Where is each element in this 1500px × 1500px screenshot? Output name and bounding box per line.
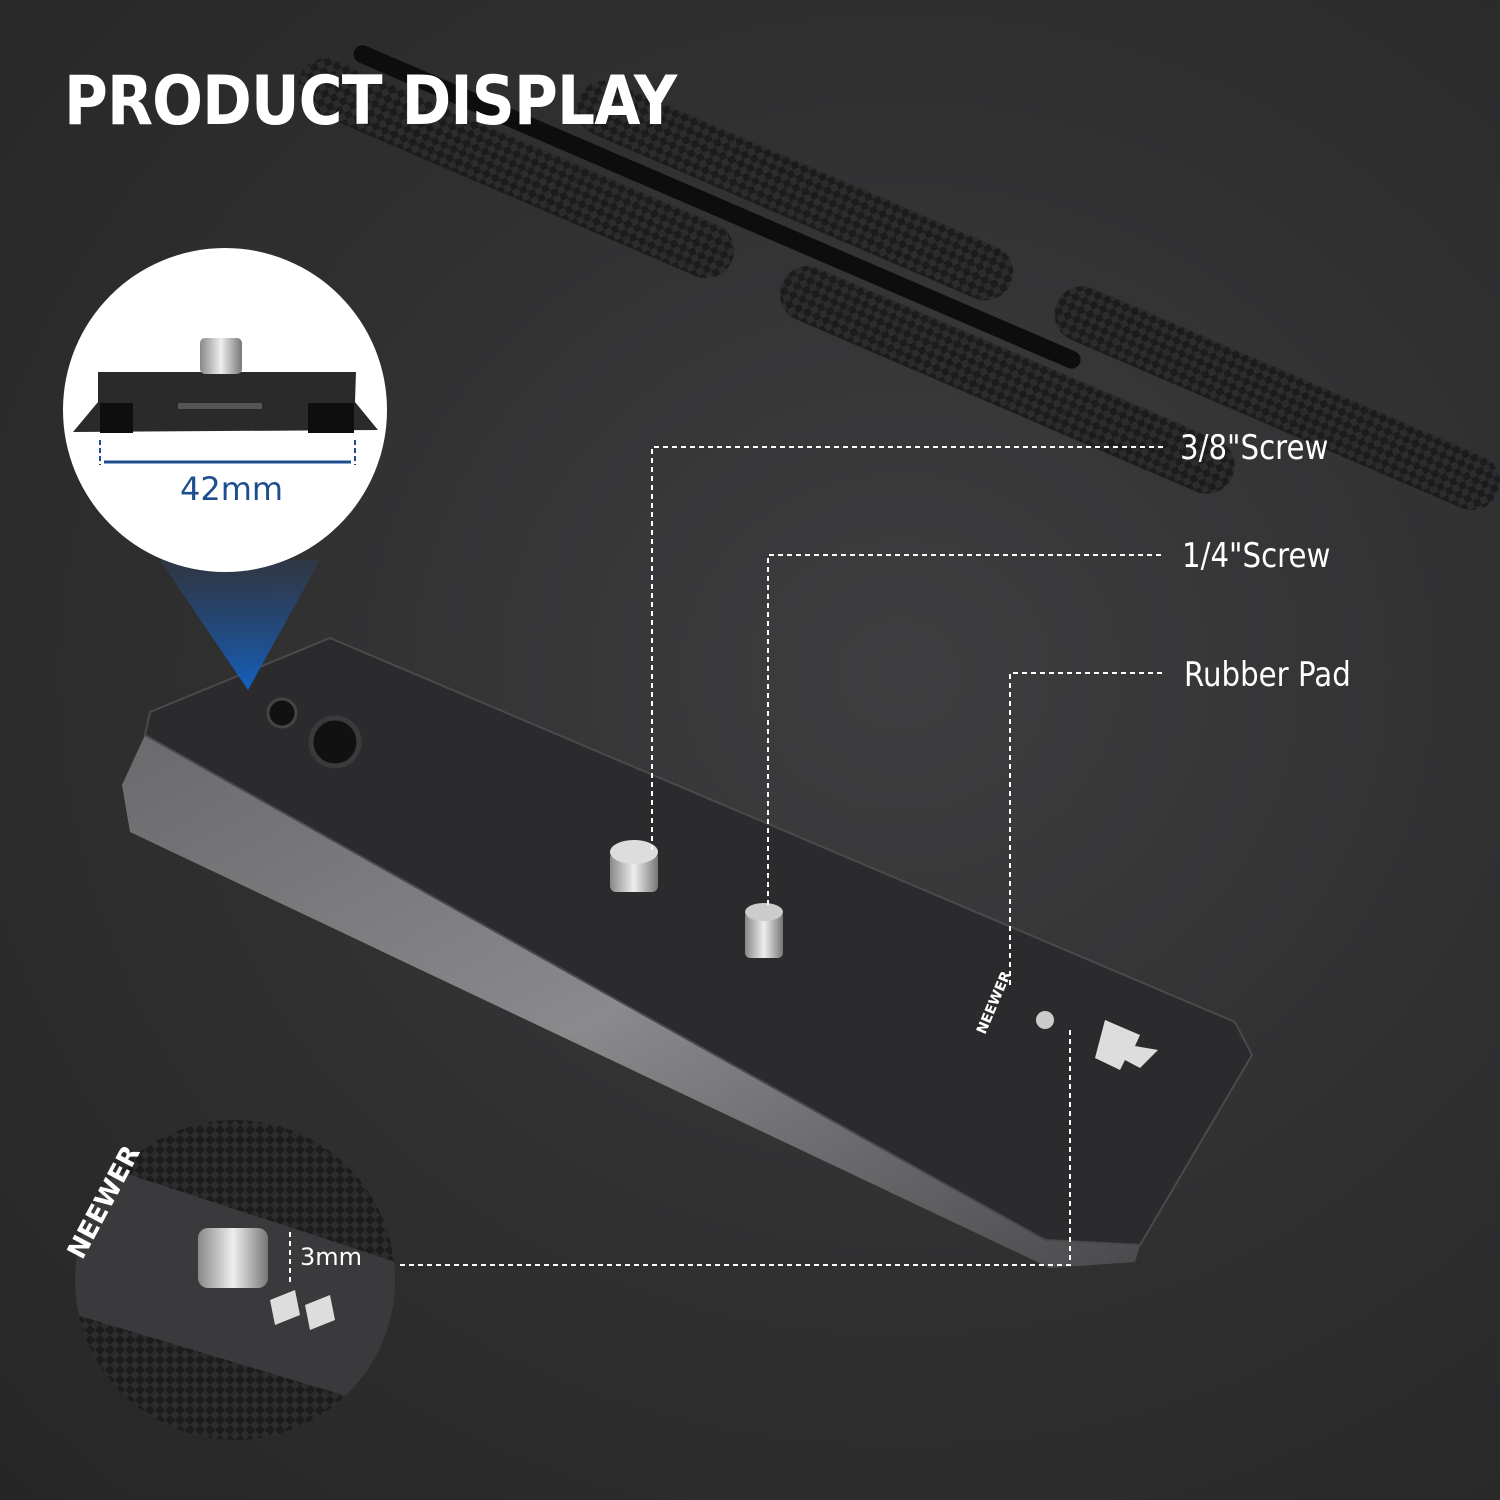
page-title: PRODUCT DISPLAY xyxy=(64,62,677,141)
stop-pin xyxy=(1036,1011,1054,1029)
callout-screw-3-8: 3/8"Screw xyxy=(1180,428,1329,468)
callout-rubber-pad: Rubber Pad xyxy=(1184,655,1351,695)
stop-pin-closeup xyxy=(198,1228,268,1288)
callout-screw-1-4: 1/4"Screw xyxy=(1182,536,1331,576)
dimension-width: 42mm xyxy=(180,470,284,508)
plate-bevel xyxy=(122,735,1140,1268)
callout-lines xyxy=(289,446,1165,1284)
screw-3-8 xyxy=(610,840,658,892)
arrow-icon xyxy=(270,1290,300,1325)
inset-beam xyxy=(160,560,320,690)
slot xyxy=(353,45,1081,369)
rubber-pad xyxy=(780,266,1235,494)
rubber-pad xyxy=(1054,286,1500,510)
dimension-pin-height: 3mm xyxy=(300,1243,363,1271)
hole xyxy=(266,697,298,729)
plate-top xyxy=(143,636,1254,1247)
quick-release-plate: NEEWER xyxy=(122,45,1500,1268)
rubber-pad xyxy=(297,58,735,279)
plate-cross-section xyxy=(73,338,378,465)
rubber-pad xyxy=(576,80,1014,301)
screw-1-4 xyxy=(745,903,783,958)
arrow-icon xyxy=(1095,1020,1158,1070)
hole xyxy=(308,715,362,769)
